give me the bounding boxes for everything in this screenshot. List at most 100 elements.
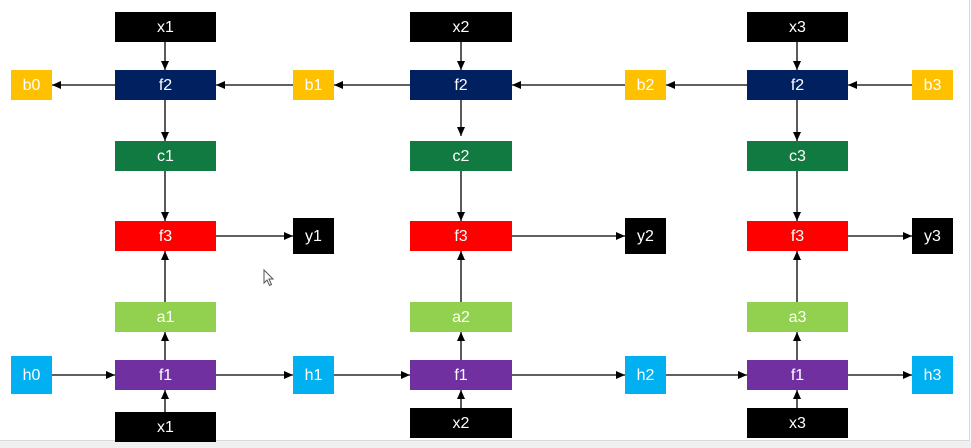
node-label: c2: [453, 148, 470, 165]
node-b0: b0: [11, 70, 52, 100]
node-box: [11, 70, 52, 100]
node-label: x3: [789, 19, 806, 36]
node-f2-3: f2: [747, 70, 848, 100]
node-h0: h0: [11, 356, 52, 394]
node-label: f2: [159, 77, 172, 94]
node-box: [115, 70, 216, 100]
node-box: [747, 360, 848, 390]
node-y1: y1: [293, 218, 334, 254]
edges: [52, 42, 953, 412]
node-box: [293, 356, 334, 394]
node-box: [912, 218, 953, 254]
node-label: f2: [454, 77, 467, 94]
node-b1: b1: [293, 70, 334, 100]
node-x1-bottom: x1: [115, 412, 216, 442]
node-box: [747, 302, 848, 332]
node-label: a2: [452, 309, 470, 326]
node-label: x2: [453, 415, 470, 432]
node-box: [115, 12, 216, 42]
node-x3-top: x3: [747, 12, 848, 42]
node-box: [747, 408, 848, 438]
node-box: [625, 70, 666, 100]
node-x1-top: x1: [115, 12, 216, 42]
node-c3: c3: [747, 141, 848, 171]
node-label: b0: [23, 77, 41, 94]
node-box: [115, 141, 216, 171]
node-label: b1: [305, 77, 323, 94]
node-box: [747, 12, 848, 42]
node-f3-1: f3: [115, 221, 216, 251]
node-y2: y2: [625, 218, 666, 254]
node-label: x1: [157, 419, 174, 436]
node-box: [410, 141, 512, 171]
node-label: f3: [791, 228, 804, 245]
node-a2: a2: [410, 302, 512, 332]
node-box: [747, 70, 848, 100]
node-box: [625, 218, 666, 254]
node-box: [410, 302, 512, 332]
node-box: [912, 70, 953, 100]
node-box: [410, 360, 512, 390]
node-c1: c1: [115, 141, 216, 171]
node-a3: a3: [747, 302, 848, 332]
node-label: x2: [453, 19, 470, 36]
node-label: b2: [637, 77, 655, 94]
node-label: f1: [791, 367, 804, 384]
node-b3: b3: [912, 70, 953, 100]
node-f2-1: f2: [115, 70, 216, 100]
node-box: [410, 408, 512, 438]
node-f2-2: f2: [410, 70, 512, 100]
node-label: b3: [924, 77, 942, 94]
node-box: [747, 141, 848, 171]
node-box: [410, 221, 512, 251]
node-box: [115, 412, 216, 442]
node-label: f2: [791, 77, 804, 94]
node-label: y1: [305, 228, 322, 245]
node-x3-bottom: x3: [747, 408, 848, 438]
node-h3: h3: [912, 356, 953, 394]
node-x2-top: x2: [410, 12, 512, 42]
node-box: [11, 356, 52, 394]
nodes: x1 x2 x3 b0 b1 b2 b3 f2 f2 f2 c1 c2 c3 f3 f3 f3 y1 y2 y3 a1…: [11, 12, 953, 442]
node-box: [115, 302, 216, 332]
node-y3: y3: [912, 218, 953, 254]
node-label: f1: [159, 367, 172, 384]
node-label: a1: [157, 309, 175, 326]
node-label: y3: [924, 228, 941, 245]
node-box: [115, 221, 216, 251]
node-f3-3: f3: [747, 221, 848, 251]
node-label: y2: [637, 228, 654, 245]
node-label: h2: [637, 367, 655, 384]
node-f3-2: f3: [410, 221, 512, 251]
node-box: [293, 70, 334, 100]
node-label: f3: [454, 228, 467, 245]
node-f1-2: f1: [410, 360, 512, 390]
node-box: [115, 360, 216, 390]
node-label: c1: [157, 148, 174, 165]
node-label: a3: [789, 309, 807, 326]
node-f1-3: f1: [747, 360, 848, 390]
node-x2-bottom: x2: [410, 408, 512, 438]
node-box: [293, 218, 334, 254]
node-label: x3: [789, 415, 806, 432]
node-f1-1: f1: [115, 360, 216, 390]
node-label: h0: [23, 367, 41, 384]
node-a1: a1: [115, 302, 216, 332]
node-label: f1: [454, 367, 467, 384]
node-c2: c2: [410, 141, 512, 171]
node-h2: h2: [625, 356, 666, 394]
node-label: f3: [159, 228, 172, 245]
node-label: h1: [305, 367, 323, 384]
node-label: c3: [789, 148, 806, 165]
node-box: [410, 12, 512, 42]
node-box: [747, 221, 848, 251]
node-h1: h1: [293, 356, 334, 394]
node-label: x1: [157, 19, 174, 36]
bottom-strip: [0, 441, 971, 448]
node-box: [410, 70, 512, 100]
node-box: [625, 356, 666, 394]
node-label: h3: [924, 367, 942, 384]
mouse-cursor-icon: [263, 269, 275, 287]
